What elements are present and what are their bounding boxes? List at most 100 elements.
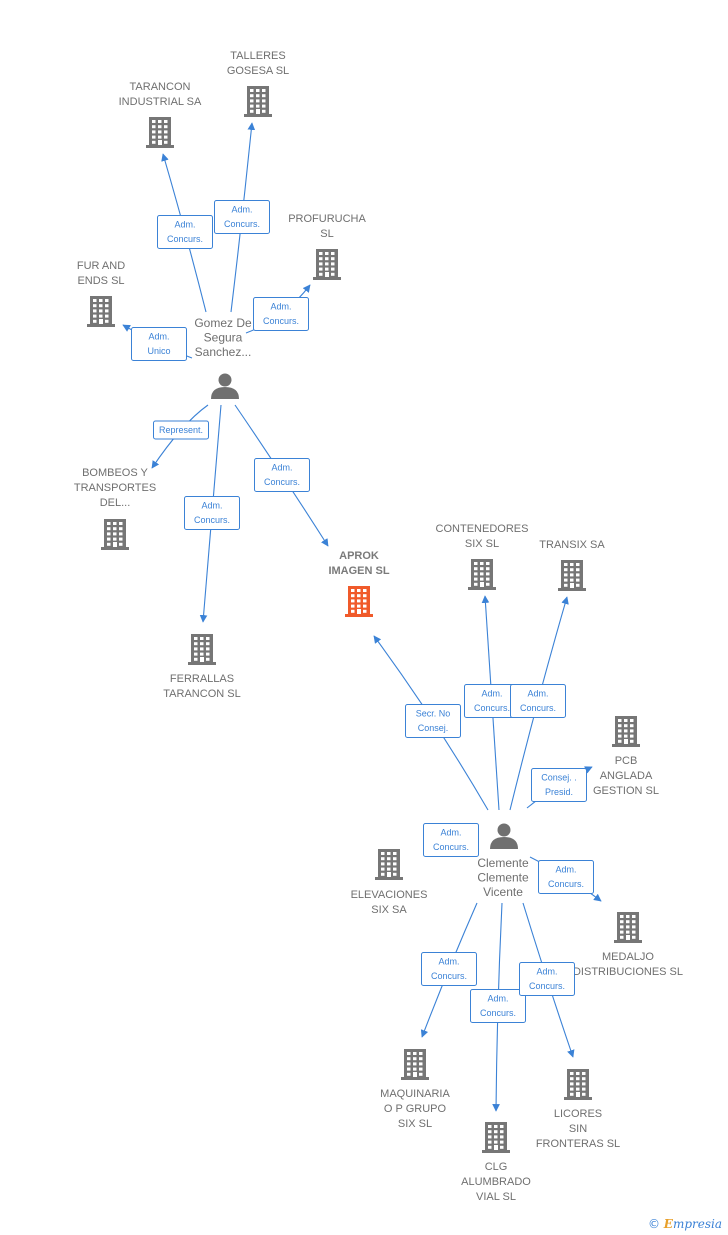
company-node-transix[interactable]: TRANSIX SA	[539, 539, 605, 591]
edge-label-text: Concurs.	[167, 234, 203, 244]
edge-label-text: Concurs.	[263, 316, 299, 326]
company-node-fur[interactable]: FUR AND ENDS SL	[77, 260, 125, 327]
company-label: INDUSTRIAL SA	[119, 96, 202, 108]
company-label: SL	[320, 228, 333, 240]
edge-label-text: Concurs.	[264, 477, 300, 487]
edge-label-gomez-to-talleres[interactable]: Adm. Concurs.	[214, 200, 270, 234]
edge-label-gomez-to-bombeos[interactable]: Represent.	[153, 420, 209, 440]
edge-label-text: Adm.	[438, 957, 459, 967]
edge-label-box	[153, 420, 209, 440]
edge-label-clemente-to-elevaciones[interactable]: Adm. Concurs.	[423, 823, 479, 857]
company-label: TALLERES	[230, 50, 285, 62]
building-icon[interactable]	[146, 117, 174, 148]
edge-label-box	[421, 952, 477, 986]
person-label: Segura	[204, 331, 243, 345]
edge-label-text: Concurs.	[433, 842, 469, 852]
edge-label-text: Adm.	[231, 205, 252, 215]
person-node-gomez[interactable]: Gomez DeSeguraSanchez...	[194, 316, 252, 399]
company-label: SIN	[569, 1123, 587, 1135]
edge-label-text: Adm.	[174, 220, 195, 230]
building-icon[interactable]	[87, 296, 115, 327]
edge-label-gomez-to-profurucha[interactable]: Adm.Concurs.	[253, 297, 309, 331]
company-node-bombeos[interactable]: BOMBEOS YTRANSPORTESDEL...	[74, 467, 156, 550]
building-icon[interactable]	[614, 912, 642, 943]
edge-label-gomez-to-ferrallas[interactable]: Adm.Concurs.	[184, 496, 240, 530]
company-label: DISTRIBUCIONES SL	[573, 966, 683, 978]
edge-label-text: Concurs.	[224, 219, 260, 229]
building-icon[interactable]	[482, 1122, 510, 1153]
person-icon[interactable]	[490, 823, 518, 850]
company-label: ENDS SL	[77, 275, 124, 287]
edge-label-text: Presid.	[545, 787, 573, 797]
edge-label-gomez-to-tarancon_ind[interactable]: Adm. Concurs.	[157, 215, 213, 249]
company-node-pcb[interactable]: PCB ANGLADA GESTION SL	[593, 716, 659, 797]
edge-label-box	[253, 297, 309, 331]
edge-label-text: Consej.	[418, 723, 449, 733]
company-label: PCB	[615, 755, 638, 767]
building-icon[interactable]	[101, 519, 129, 550]
edge-label-gomez-to-aprok[interactable]: Adm. Concurs.	[254, 458, 310, 492]
building-icon[interactable]	[401, 1049, 429, 1080]
edge-label-text: Adm.	[536, 967, 557, 977]
building-icon[interactable]	[612, 716, 640, 747]
company-label: FUR AND	[77, 260, 125, 272]
edge-label-text: Adm.	[555, 865, 576, 875]
building-icon[interactable]	[188, 634, 216, 665]
building-icon[interactable]	[558, 560, 586, 591]
company-label: ANGLADA	[600, 770, 653, 782]
company-label: GESTION SL	[593, 785, 659, 797]
company-label: FRONTERAS SL	[536, 1138, 620, 1150]
company-label: CLG	[485, 1161, 508, 1173]
edge-label-text: Unico	[147, 346, 170, 356]
edge-label-clemente-to-clg[interactable]: Adm. Concurs.	[470, 989, 526, 1023]
edge-label-gomez-to-fur[interactable]: Adm.Unico	[131, 327, 187, 361]
edge-label-clemente-to-licores[interactable]: Adm. Concurs.	[519, 962, 575, 996]
company-label: BOMBEOS Y	[82, 467, 148, 479]
company-label: TRANSIX SA	[539, 539, 605, 551]
edge-label-text: Consej. .	[541, 773, 577, 783]
edge-label-clemente-to-maquinaria[interactable]: Adm.Concurs.	[421, 952, 477, 986]
edge-label-text: Concurs.	[529, 981, 565, 991]
building-icon[interactable]	[313, 249, 341, 280]
building-icon[interactable]	[564, 1069, 592, 1100]
edge-label-text: Represent.	[159, 425, 203, 435]
company-label: APROK	[339, 550, 379, 562]
edge-label-clemente-to-pcb[interactable]: Consej. . Presid.	[531, 768, 587, 802]
edge-label-text: Adm.	[271, 463, 292, 473]
building-icon[interactable]	[468, 559, 496, 590]
company-label: CONTENEDORES	[436, 523, 529, 535]
person-label: Sanchez...	[195, 345, 252, 359]
company-label: ELEVACIONES	[351, 889, 428, 901]
company-label: TRANSPORTES	[74, 482, 156, 494]
company-label: ALUMBRADO	[461, 1176, 531, 1188]
person-icon[interactable]	[211, 373, 239, 400]
building-icon[interactable]	[375, 849, 403, 880]
edge-label-text: Concurs.	[480, 1008, 516, 1018]
building-icon[interactable]	[345, 586, 373, 617]
edge-label-text: Adm.	[487, 994, 508, 1004]
edge-label-text: Adm.	[440, 828, 461, 838]
edge-label-clemente-to-transix[interactable]: Adm.Concurs.	[510, 684, 566, 718]
company-label: O P GRUPO	[384, 1103, 447, 1115]
edge-label-clemente-to-medaljo[interactable]: Adm.Concurs.	[538, 860, 594, 894]
building-icon[interactable]	[244, 86, 272, 117]
company-node-clg[interactable]: CLG ALUMBRADO VIAL SL	[461, 1122, 531, 1203]
brand-name: mpresia	[672, 1217, 722, 1231]
copyright-footer[interactable]: © Empresia	[648, 1217, 722, 1231]
company-label: MAQUINARIA	[380, 1088, 450, 1100]
company-label: VIAL SL	[476, 1191, 516, 1203]
